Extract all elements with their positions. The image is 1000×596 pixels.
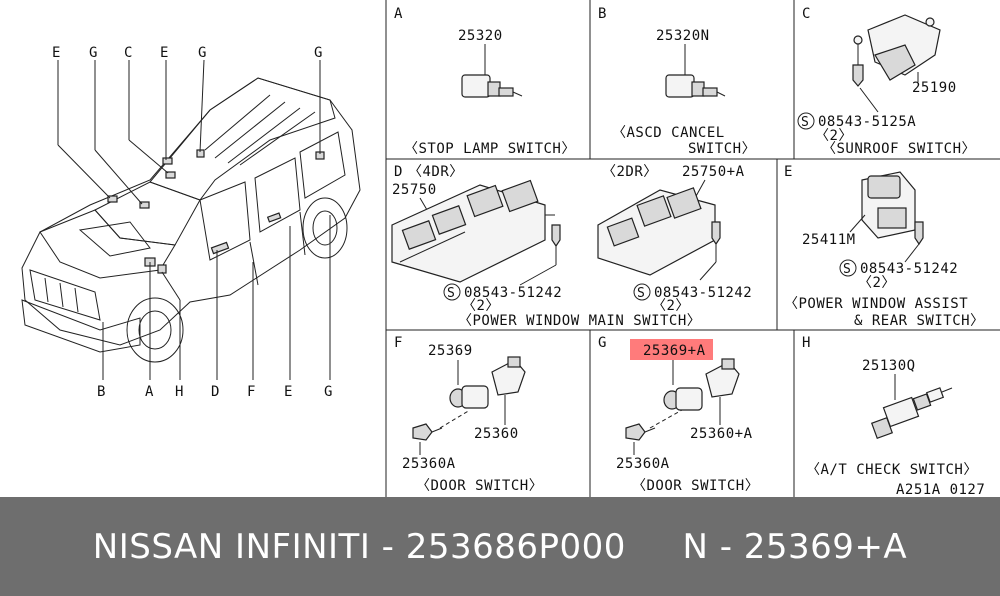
panel-grid (385, 0, 1000, 497)
panel-f-part1: 25369 (428, 343, 473, 359)
panel-h: H 25130Q 〈A/T CHECK SWITCH〉 A251A 0127 (802, 335, 985, 497)
panel-c-letter: C (802, 6, 811, 22)
car-label-top-4: E (160, 45, 169, 61)
panel-e: E 25411M S 08543-51242 〈2〉 〈POWER WINDOW… (784, 164, 985, 329)
panel-e-qty: 〈2〉 (858, 275, 896, 291)
panel-g-part2: 25360+A (690, 426, 753, 442)
circle-s-icon (839, 259, 857, 277)
panel-c-s-mark: S (801, 115, 809, 130)
circle-s-icon (633, 283, 651, 301)
part-highlight (630, 339, 713, 360)
panel-b-letter: B (598, 6, 607, 22)
footer-title: NISSAN INFINITI - 253686P000 N - 25369+A (92, 526, 908, 567)
panel-b-caption-line2: SWITCH〉 (688, 141, 756, 157)
panel-c-bolt: 08543-5125A (818, 114, 916, 130)
panel-f-letter: F (394, 335, 403, 351)
panel-d-4dr: 〈4DR〉 (408, 164, 464, 180)
panel-a-caption: 〈STOP LAMP SWITCH〉 (404, 141, 576, 157)
panel-a-letter: A (394, 6, 403, 22)
panel-e-part: 25411M (802, 232, 856, 248)
panel-d-qty-a: 〈2〉 (462, 298, 500, 314)
sunroof-switch-icon (853, 14, 941, 81)
panel-a-part: 25320 (458, 28, 503, 44)
ascd-cancel-switch-icon (665, 74, 726, 98)
panel-e-bolt: 08543-51242 (860, 261, 958, 277)
panel-c-part: 25190 (912, 80, 957, 96)
panel-g: G 25369+A 25360+A 25360A 〈DOOR SWITCH〉 (598, 335, 759, 494)
panel-f: F 25369 25360 25360A 〈DOOR SWITCH〉 (394, 335, 543, 494)
car-label-top-2: G (89, 45, 98, 61)
car-label-bottom-7: G (324, 384, 333, 400)
panel-d-2dr: 〈2DR〉 (602, 164, 658, 180)
power-window-main-switch-2dr-icon (597, 187, 716, 276)
panel-e-caption-line1: 〈POWER WINDOW ASSIST (784, 296, 968, 312)
at-check-switch-icon (870, 387, 953, 440)
panel-d-bolt-a: 08543-51242 (464, 285, 562, 301)
car-label-top-6: G (314, 45, 323, 61)
car-label-top-1: E (52, 45, 61, 61)
car-label-bottom-4: D (211, 384, 220, 400)
panel-e-s-mark: S (843, 262, 851, 277)
car-label-bottom-3: H (175, 384, 184, 400)
panel-f-part2: 25360 (474, 426, 519, 442)
panel-d-caption: 〈POWER WINDOW MAIN SWITCH〉 (458, 313, 701, 329)
panel-d: D 〈4DR〉 25750 S 08543-51242 〈2〉 〈2DR〉 25… (391, 164, 752, 329)
panel-d-part-a: 25750 (392, 182, 437, 198)
panel-d-letter: D (394, 164, 403, 180)
panel-a: A 25320 〈STOP LAMP SWITCH〉 (394, 6, 576, 157)
power-window-main-switch-4dr-icon (391, 179, 546, 283)
panel-d-qty-b: 〈2〉 (652, 298, 690, 314)
panel-c-qty: 〈2〉 (815, 128, 853, 144)
panel-h-letter: H (802, 335, 811, 351)
circle-s-icon (443, 283, 461, 301)
panel-f-part3: 25360A (402, 456, 456, 472)
circle-s-icon (797, 112, 815, 130)
panel-h-part: 25130Q (862, 358, 916, 374)
car-label-bottom-1: B (97, 384, 106, 400)
car-label-bottom-5: F (247, 384, 256, 400)
vehicle-illustration (21, 59, 361, 380)
panel-c: C 25190 S 08543-5125A 〈2〉 〈SUNROOF SWITC… (797, 6, 976, 157)
parts-diagram: E G C E G G B A H D F E G A 25320 〈STOP … (21, 0, 1000, 497)
panel-f-caption: 〈DOOR SWITCH〉 (416, 478, 543, 494)
panel-d-s-mark-b: S (637, 286, 645, 301)
car-label-top-3: C (124, 45, 133, 61)
panel-h-caption: 〈A/T CHECK SWITCH〉 (806, 462, 978, 478)
panel-c-caption: 〈SUNROOF SWITCH〉 (822, 141, 976, 157)
panel-g-caption: 〈DOOR SWITCH〉 (632, 478, 759, 494)
panel-e-letter: E (784, 164, 793, 180)
door-switch-icon (449, 356, 526, 409)
door-switch-icon (663, 358, 740, 411)
power-window-assist-switch-icon (861, 171, 916, 239)
panel-e-caption-line2: & REAR SWITCH〉 (854, 313, 985, 329)
panel-d-part-b: 25750+A (682, 164, 745, 180)
panel-b-part: 25320N (656, 28, 710, 44)
panel-g-part3: 25360A (616, 456, 670, 472)
panel-b-caption-line1: 〈ASCD CANCEL (612, 125, 725, 141)
stop-lamp-switch-icon (461, 74, 523, 98)
panel-g-letter: G (598, 335, 607, 351)
panel-d-s-mark-a: S (447, 286, 455, 301)
car-label-top-5: G (198, 45, 207, 61)
panel-b: B 25320N 〈ASCD CANCEL SWITCH〉 (598, 6, 756, 157)
car-label-bottom-6: E (284, 384, 293, 400)
footer-banner: NISSAN INFINITI - 253686P000 N - 25369+A (0, 497, 1000, 596)
panel-d-bolt-b: 08543-51242 (654, 285, 752, 301)
car-label-bottom-2: A (145, 384, 154, 400)
panel-g-part1: 25369+A (643, 343, 706, 359)
panel-h-ref: A251A 0127 (896, 482, 985, 497)
